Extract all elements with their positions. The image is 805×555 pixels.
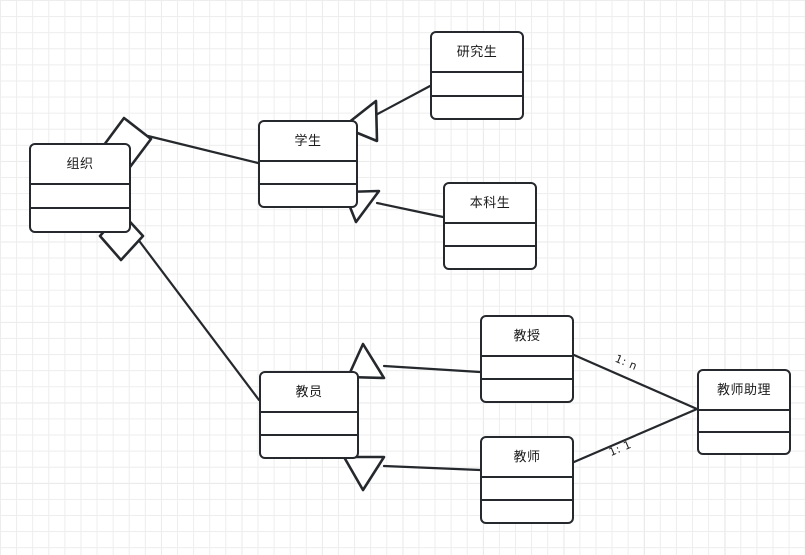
class-attributes-faculty [261, 413, 357, 436]
edge-teacher-assistant[interactable] [572, 407, 699, 464]
class-box-teaching-assistant[interactable]: 教师助理 [697, 369, 791, 455]
edge-line-organization-faculty [135, 236, 261, 402]
class-attributes-organization [31, 185, 129, 209]
class-box-organization[interactable]: 组织 [29, 143, 131, 233]
class-operations-graduate [432, 97, 522, 119]
class-operations-undergraduate [445, 247, 535, 268]
class-name-student: 学生 [260, 122, 356, 162]
edge-line-undergraduate-student [375, 201, 445, 219]
class-operations-faculty [261, 436, 357, 457]
class-attributes-teacher [482, 478, 572, 501]
class-name-graduate: 研究生 [432, 33, 522, 73]
class-attributes-student [260, 162, 356, 185]
class-operations-teaching-assistant [699, 433, 789, 453]
class-name-undergraduate: 本科生 [445, 184, 535, 224]
generalization-arrow-teacher-faculty [342, 455, 386, 492]
edge-line-organization-student [146, 134, 260, 165]
edge-label-professor-assistant: 1: n [612, 352, 640, 374]
class-name-professor: 教授 [482, 317, 572, 357]
class-operations-organization [31, 209, 129, 231]
edge-label-teacher-assistant: 1: 1 [607, 437, 634, 459]
class-box-student[interactable]: 学生 [258, 120, 358, 208]
class-operations-teacher [482, 501, 572, 522]
class-box-graduate[interactable]: 研究生 [430, 31, 524, 120]
class-attributes-teaching-assistant [699, 411, 789, 433]
class-box-faculty[interactable]: 教员 [259, 371, 359, 459]
edge-line-teacher-assistant [572, 407, 699, 464]
class-box-teacher[interactable]: 教师 [480, 436, 574, 524]
class-attributes-professor [482, 357, 572, 380]
class-operations-professor [482, 380, 572, 401]
edge-organization-faculty[interactable] [98, 210, 261, 402]
class-box-professor[interactable]: 教授 [480, 315, 574, 403]
edge-line-graduate-student [370, 84, 432, 119]
edge-line-professor-faculty [382, 364, 482, 374]
class-name-teacher: 教师 [482, 438, 572, 478]
class-attributes-undergraduate [445, 224, 535, 247]
class-box-undergraduate[interactable]: 本科生 [443, 182, 537, 270]
edge-line-teacher-faculty [382, 464, 482, 472]
edge-teacher-faculty[interactable] [342, 455, 482, 492]
class-operations-student [260, 185, 356, 206]
class-name-faculty: 教员 [261, 373, 357, 413]
class-name-organization: 组织 [31, 145, 129, 185]
edge-undergraduate-student[interactable] [342, 189, 445, 224]
class-name-teaching-assistant: 教师助理 [699, 371, 789, 411]
edge-professor-faculty[interactable] [346, 342, 482, 380]
class-attributes-graduate [432, 73, 522, 97]
